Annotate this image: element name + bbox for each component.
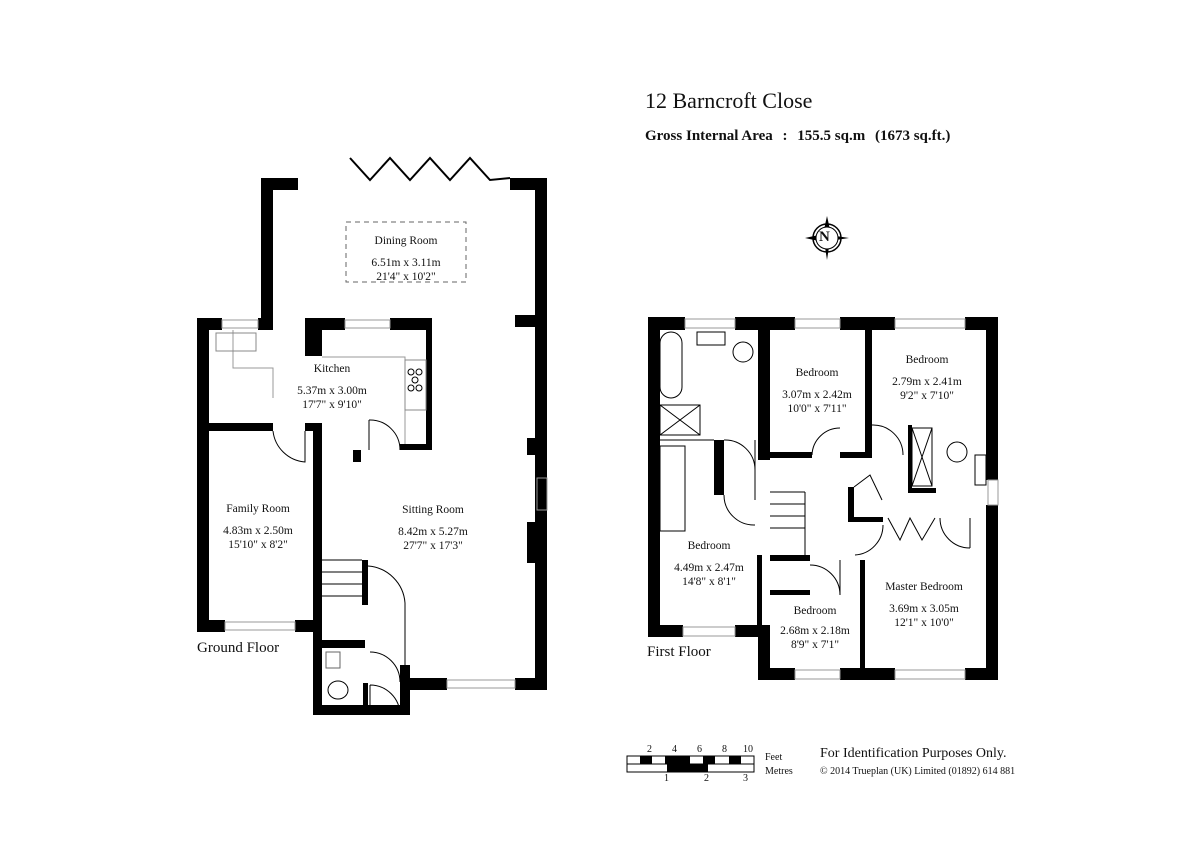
- room-metric: 4.83m x 2.50m: [223, 525, 293, 537]
- feet-tick: 6: [697, 744, 702, 755]
- room-metric: 4.49m x 2.47m: [674, 562, 744, 574]
- room-metric: 3.07m x 2.42m: [782, 389, 852, 401]
- ground-floor-details: [215, 156, 548, 716]
- metres-label: Metres: [765, 766, 793, 777]
- room-imperial: 12'1" x 10'0": [894, 617, 954, 629]
- room-metric: 3.69m x 3.05m: [889, 603, 959, 615]
- room-family-room: Family Room 4.83m x 2.50m 15'10" x 8'2": [223, 502, 293, 552]
- first-floor-label: First Floor: [647, 644, 711, 660]
- area-label: Gross Internal Area: [645, 128, 773, 144]
- ground-floor-walls: [197, 178, 547, 715]
- metre-tick: 1: [664, 773, 669, 784]
- room-bedroom-2: Bedroom 2.79m x 2.41m 9'2" x 7'10": [892, 353, 962, 403]
- identification-disclaimer: For Identification Purposes Only.: [820, 746, 1007, 761]
- room-bedroom-1: Bedroom 3.07m x 2.42m 10'0" x 7'11": [782, 366, 852, 416]
- room-imperial: 17'7" x 9'10": [302, 399, 362, 411]
- room-name: Master Bedroom: [885, 581, 963, 593]
- property-address: 12 Barncroft Close: [645, 88, 813, 113]
- room-bedroom-4: Bedroom 2.68m x 2.18m 8'9" x 7'1": [780, 604, 850, 652]
- room-metric: 2.79m x 2.41m: [892, 376, 962, 388]
- first-floor-walls: [648, 317, 998, 680]
- gross-internal-area: Gross Internal Area : 155.5 sq.m (1673 s…: [645, 128, 956, 145]
- feet-tick: 4: [672, 744, 677, 755]
- room-name: Sitting Room: [402, 504, 464, 516]
- first-floor-details: [659, 318, 999, 680]
- room-imperial: 15'10" x 8'2": [228, 539, 288, 551]
- room-name: Dining Room: [374, 235, 438, 247]
- room-imperial: 27'7" x 17'3": [403, 540, 463, 552]
- room-name: Kitchen: [313, 363, 351, 375]
- feet-tick: 2: [647, 744, 652, 755]
- room-metric: 6.51m x 3.11m: [371, 257, 441, 269]
- room-metric: 2.68m x 2.18m: [780, 625, 850, 637]
- room-metric: 5.37m x 3.00m: [297, 385, 367, 397]
- metre-tick: 2: [704, 773, 709, 784]
- room-kitchen: Kitchen 5.37m x 3.00m 17'7" x 9'10": [297, 362, 367, 412]
- room-name: Bedroom: [687, 540, 731, 552]
- room-imperial: 9'2" x 7'10": [900, 390, 954, 402]
- feet-label: Feet: [765, 752, 783, 763]
- metre-tick: 3: [743, 773, 748, 784]
- room-sitting-room: Sitting Room 8.42m x 5.27m 27'7" x 17'3": [398, 503, 468, 553]
- room-imperial: 14'8" x 8'1": [682, 576, 736, 588]
- area-separator: :: [782, 128, 788, 144]
- copyright-notice: © 2014 Trueplan (UK) Limited (01892) 614…: [820, 766, 1016, 777]
- room-imperial: 8'9" x 7'1": [790, 639, 840, 651]
- area-sqft: (1673 sq.ft.): [874, 128, 951, 144]
- room-name: Bedroom: [905, 354, 949, 366]
- room-name: Bedroom: [793, 605, 837, 617]
- feet-tick: 10: [743, 744, 753, 755]
- scale-bar: [626, 755, 755, 773]
- room-name: Bedroom: [795, 367, 839, 379]
- room-imperial: 21'4" x 10'2": [376, 271, 436, 283]
- ground-floor-label: Ground Floor: [197, 640, 280, 656]
- feet-tick: 8: [722, 744, 727, 755]
- room-bedroom-3: Bedroom 4.49m x 2.47m 14'8" x 8'1": [674, 539, 744, 589]
- room-metric: 8.42m x 5.27m: [398, 526, 468, 538]
- room-imperial: 10'0" x 7'11": [787, 403, 847, 415]
- compass-north-label: N: [819, 229, 830, 245]
- area-sqm: 155.5 sq.m: [797, 128, 866, 144]
- room-master-bedroom: Master Bedroom 3.69m x 3.05m 12'1" x 10'…: [885, 580, 963, 630]
- compass-rose: [805, 216, 849, 260]
- room-name: Family Room: [226, 503, 290, 515]
- room-dining-room: Dining Room 6.51m x 3.11m 21'4" x 10'2": [371, 234, 440, 284]
